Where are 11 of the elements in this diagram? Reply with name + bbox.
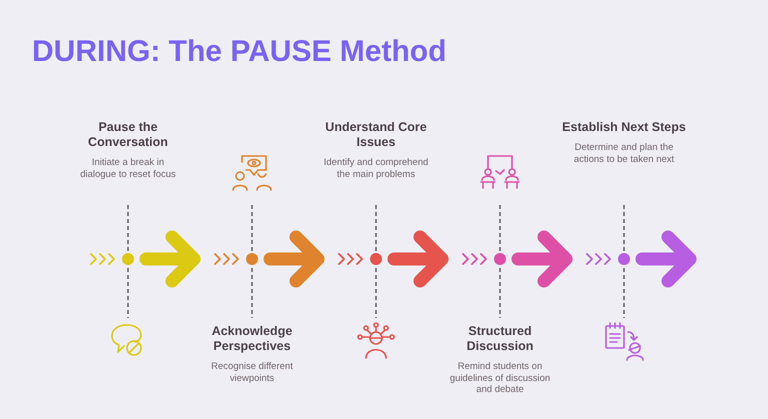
step-description: Initiate a break in dialogue to reset focus (79, 157, 177, 180)
step-description: Identify and comprehend the main problems (322, 157, 430, 180)
step-heading: Establish Next Steps (562, 120, 686, 135)
step-description: Remind students on guidelines of discussion and debate (448, 361, 552, 396)
step-description: Determine and plan the actions to be taken next (572, 142, 676, 165)
step-heading: Understand Core Issues (324, 120, 428, 150)
step-heading: Pause the Conversation (87, 120, 169, 150)
step-heading: Acknowledge Perspectives (210, 324, 294, 354)
step-description: Recognise different viewpoints (210, 361, 294, 384)
step-heading: Structured Discussion (466, 324, 534, 354)
title: DURING: The PAUSE Method (32, 34, 446, 70)
